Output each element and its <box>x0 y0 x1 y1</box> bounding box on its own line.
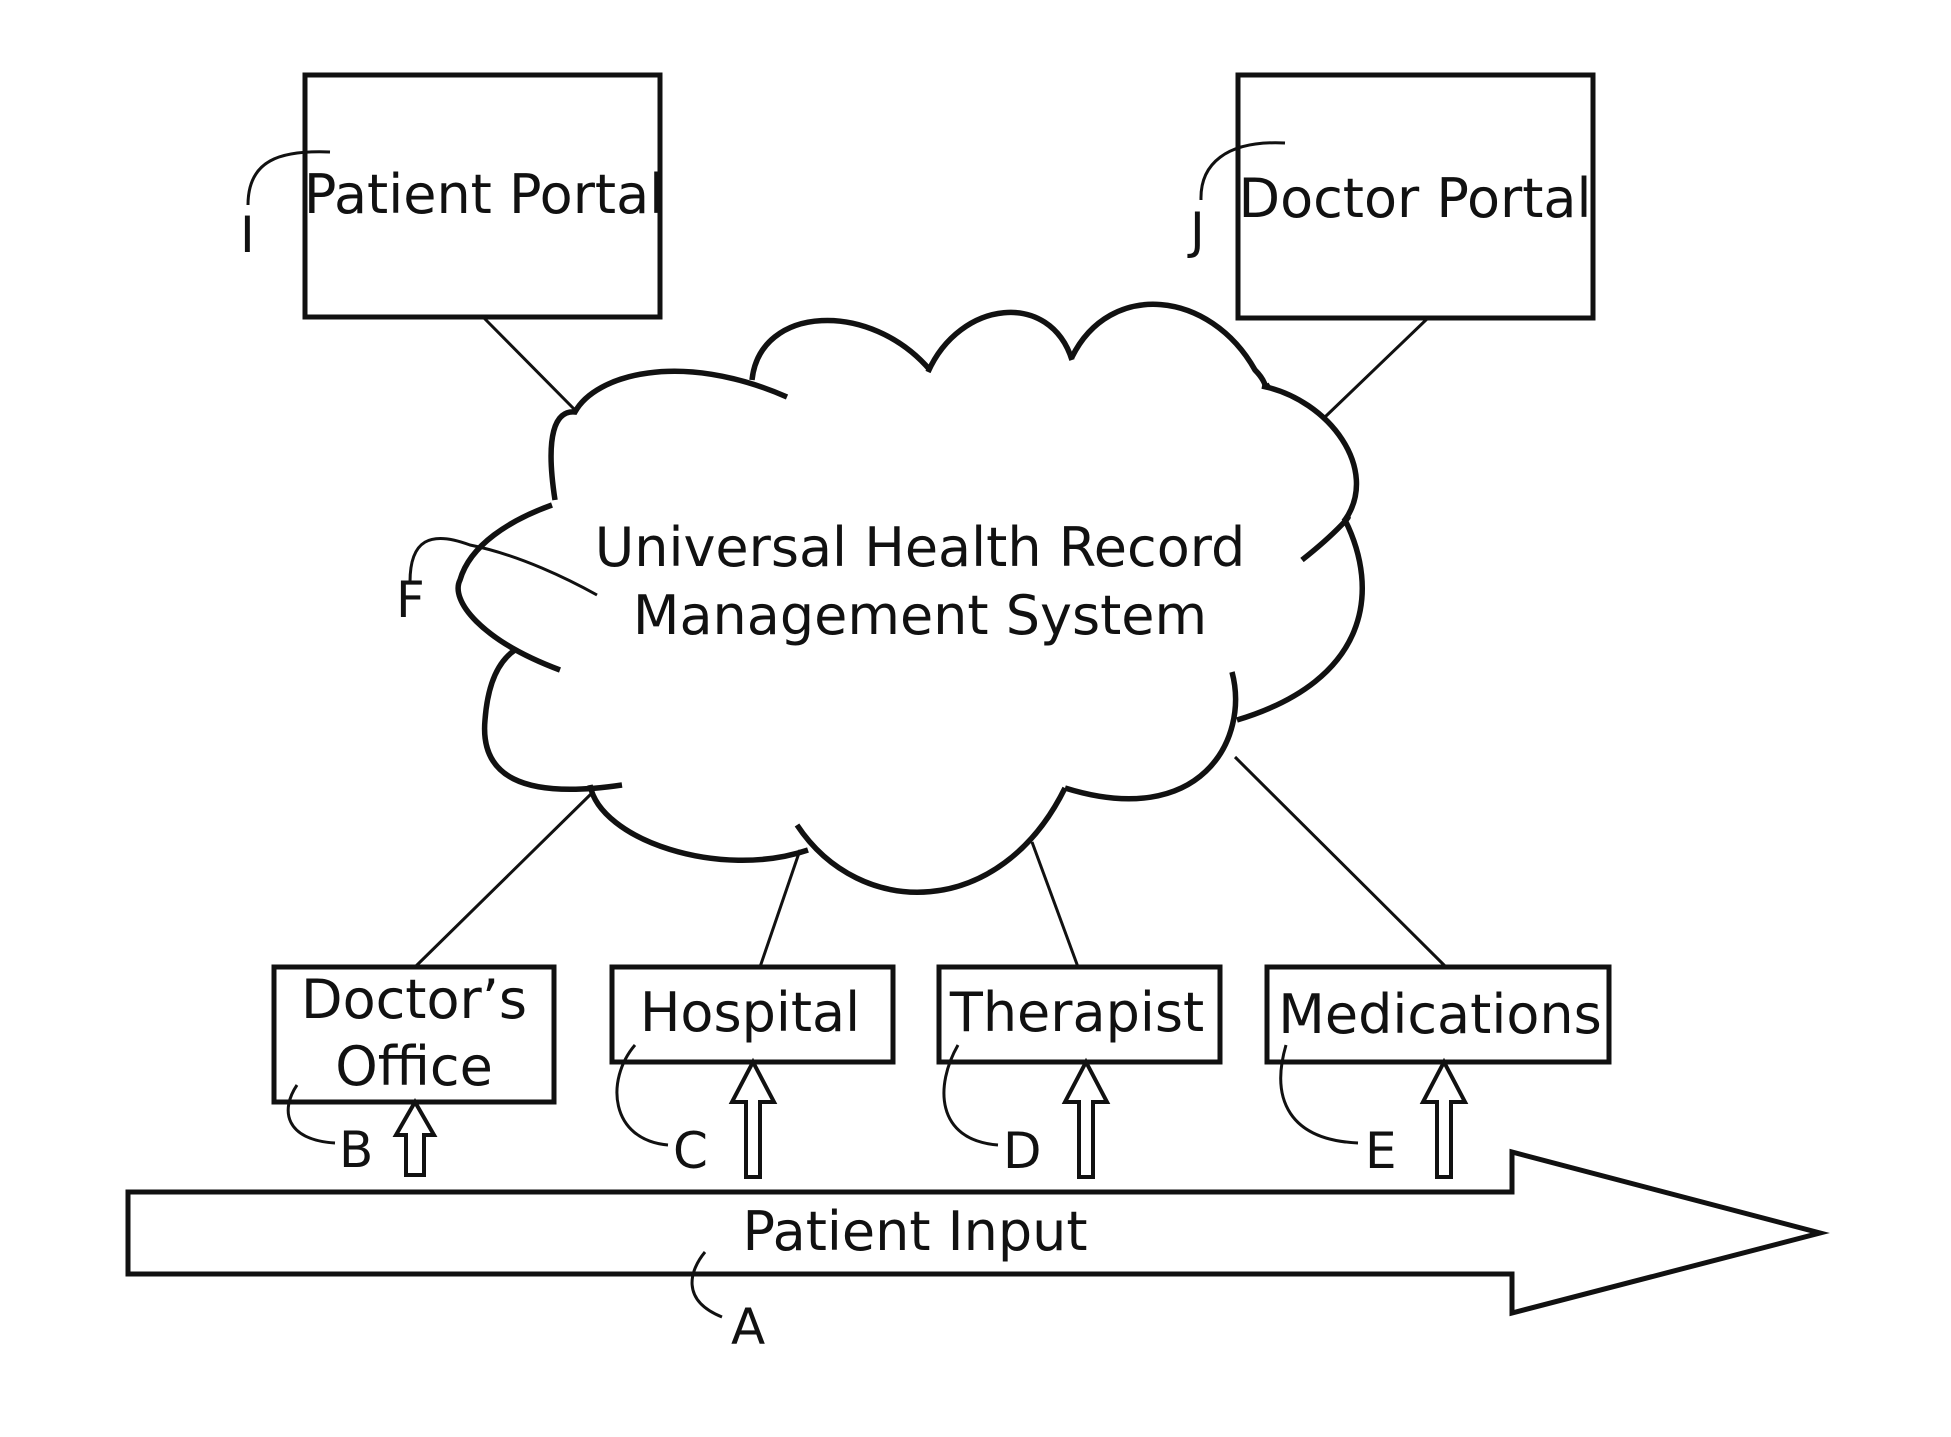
leader-f <box>410 538 597 595</box>
connector-patient-portal <box>483 317 577 412</box>
patient-portal-label: Patient Portal <box>304 163 664 226</box>
ref-j: J <box>1187 202 1205 260</box>
hospital-label: Hospital <box>640 981 860 1044</box>
up-arrow-doctors-office <box>396 1102 434 1175</box>
connector-hospital <box>760 850 800 967</box>
connector-medications <box>1235 757 1446 967</box>
doctors-office-label-line1: Doctor’s <box>301 968 527 1031</box>
ref-e: E <box>1365 1122 1397 1180</box>
patient-input-label: Patient Input <box>742 1200 1087 1263</box>
up-arrow-hospital <box>732 1062 774 1177</box>
system-label-line2: Management System <box>633 584 1207 647</box>
ref-d: D <box>1003 1122 1042 1180</box>
ref-b: B <box>339 1121 373 1179</box>
therapist-label: Therapist <box>949 981 1204 1044</box>
ref-c: C <box>673 1122 708 1180</box>
doctor-portal-label: Doctor Portal <box>1238 167 1591 230</box>
ref-f: F <box>396 571 425 629</box>
ref-a: A <box>731 1298 765 1356</box>
connector-therapist <box>1032 842 1078 967</box>
connector-doctor-portal <box>1325 318 1428 417</box>
system-label-line1: Universal Health Record <box>595 516 1246 579</box>
medications-label: Medications <box>1278 983 1601 1046</box>
up-arrow-medications <box>1423 1062 1465 1177</box>
doctors-office-label-line2: Office <box>335 1035 493 1098</box>
up-arrow-therapist <box>1065 1062 1107 1177</box>
connector-doctors-office <box>415 793 592 967</box>
ref-i: I <box>240 206 255 264</box>
